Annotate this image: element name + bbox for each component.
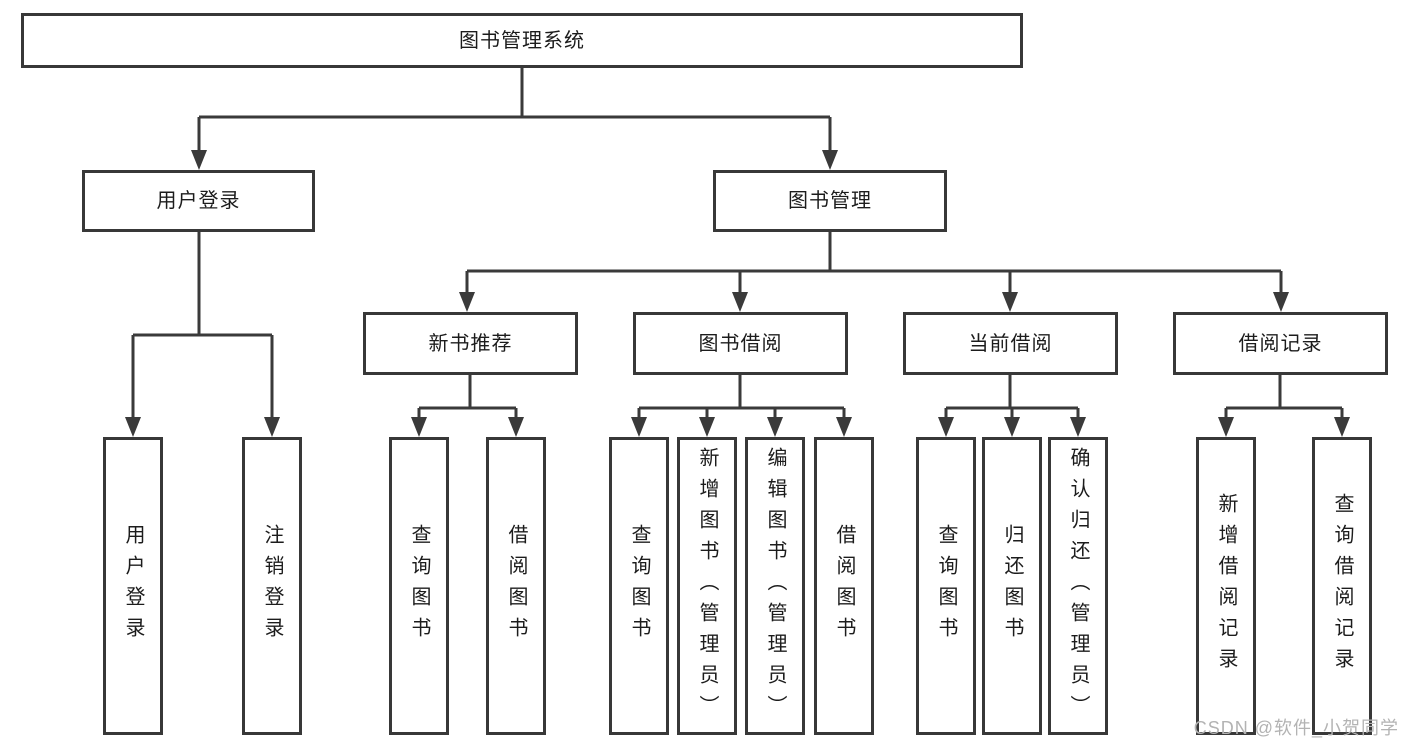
- node-leaf-current-query-books-label: 查询图书: [935, 524, 957, 648]
- node-root-label: 图书管理系统: [459, 29, 585, 52]
- node-leaf-return-books-label: 归还图书: [1001, 524, 1023, 648]
- node-leaf-logout: 注销登录: [242, 437, 302, 735]
- node-current-borrow: 当前借阅: [903, 312, 1118, 375]
- node-leaf-add-books-admin-label: 新增图书（管理员）: [696, 446, 718, 726]
- node-user-login-label: 用户登录: [156, 190, 241, 212]
- csdn-watermark: CSDN @软件_小贺同学: [1193, 718, 1399, 738]
- node-leaf-edit-books-admin: 编辑图书（管理员）: [745, 437, 805, 735]
- node-leaf-add-books-admin: 新增图书（管理员）: [677, 437, 737, 735]
- node-leaf-recommend-borrow-books-label: 借阅图书: [505, 524, 527, 648]
- node-leaf-logout-label: 注销登录: [261, 524, 283, 648]
- node-leaf-borrow-books: 借阅图书: [814, 437, 874, 735]
- node-leaf-borrow-query-books: 查询图书: [609, 437, 669, 735]
- node-book-management: 图书管理: [713, 170, 947, 232]
- node-new-book-recommend: 新书推荐: [363, 312, 578, 375]
- node-leaf-return-books: 归还图书: [982, 437, 1042, 735]
- node-leaf-query-borrow-record: 查询借阅记录: [1312, 437, 1372, 735]
- node-leaf-add-borrow-record: 新增借阅记录: [1196, 437, 1256, 735]
- node-leaf-edit-books-admin-label: 编辑图书（管理员）: [764, 446, 786, 726]
- node-leaf-current-query-books: 查询图书: [916, 437, 976, 735]
- node-leaf-add-borrow-record-label: 新增借阅记录: [1215, 493, 1237, 679]
- node-leaf-user-login-label: 用户登录: [122, 524, 144, 648]
- node-user-login: 用户登录: [82, 170, 315, 232]
- node-leaf-user-login: 用户登录: [103, 437, 163, 735]
- node-book-borrow: 图书借阅: [633, 312, 848, 375]
- node-leaf-borrow-query-books-label: 查询图书: [628, 524, 650, 648]
- node-current-borrow-label: 当前借阅: [968, 332, 1053, 355]
- node-leaf-recommend-borrow-books: 借阅图书: [486, 437, 546, 735]
- node-leaf-recommend-query-books-label: 查询图书: [408, 524, 430, 648]
- node-book-management-label: 图书管理: [788, 190, 872, 212]
- node-leaf-recommend-query-books: 查询图书: [389, 437, 449, 735]
- node-leaf-borrow-books-label: 借阅图书: [833, 524, 855, 648]
- node-borrow-records-label: 借阅记录: [1238, 332, 1323, 355]
- node-root: 图书管理系统: [21, 13, 1023, 68]
- node-leaf-query-borrow-record-label: 查询借阅记录: [1331, 493, 1353, 679]
- node-borrow-records: 借阅记录: [1173, 312, 1388, 375]
- node-leaf-confirm-return-admin: 确认归还（管理员）: [1048, 437, 1108, 735]
- node-new-book-recommend-label: 新书推荐: [428, 332, 513, 355]
- node-leaf-confirm-return-admin-label: 确认归还（管理员）: [1067, 446, 1089, 726]
- node-book-borrow-label: 图书借阅: [698, 332, 783, 355]
